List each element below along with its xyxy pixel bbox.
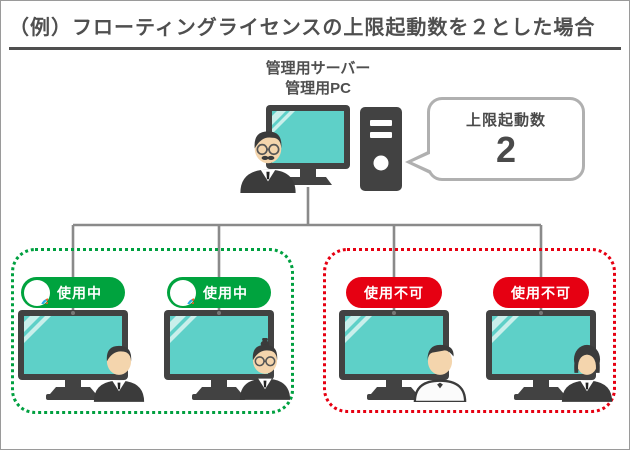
client-pc-station-1 [18, 310, 148, 410]
bubble-label: 上限起動数 [465, 112, 546, 129]
server-label-line2: 管理用PC [285, 80, 351, 97]
status-badge-label: 使用中 [203, 284, 248, 301]
status-badge-in-use-1: 使用中 [21, 277, 125, 308]
speech-bubble: 上限起動数 2 [405, 97, 585, 181]
server-monitor-icon [266, 105, 350, 185]
status-badge-label: 使用不可 [511, 284, 571, 301]
status-badge-unavailable-1: 使用不可 [346, 277, 442, 308]
client-pc-station-2 [164, 310, 294, 410]
server-label-line1: 管理用サーバー [265, 60, 371, 77]
bubble-max-count: 2 [495, 129, 517, 170]
server-pc-graphic [239, 105, 402, 193]
client-pc-station-4 [486, 310, 616, 410]
page-title: （例）フローティングライセンスの上限起動数を２とした場合 [9, 11, 621, 50]
server-tower-icon [360, 107, 402, 191]
in-use-group-box [11, 248, 294, 414]
license-app-swirl-icon [170, 279, 196, 306]
status-badge-label: 使用不可 [364, 284, 424, 301]
status-badge-in-use-2: 使用中 [167, 277, 271, 308]
client-pc-station-3 [339, 310, 469, 410]
server-label: 管理用サーバー 管理用PC [218, 59, 418, 99]
status-badge-unavailable-2: 使用不可 [493, 277, 589, 308]
status-badge-label: 使用中 [57, 284, 102, 301]
license-app-swirl-icon [24, 279, 50, 306]
unavailable-group-box [323, 248, 616, 413]
